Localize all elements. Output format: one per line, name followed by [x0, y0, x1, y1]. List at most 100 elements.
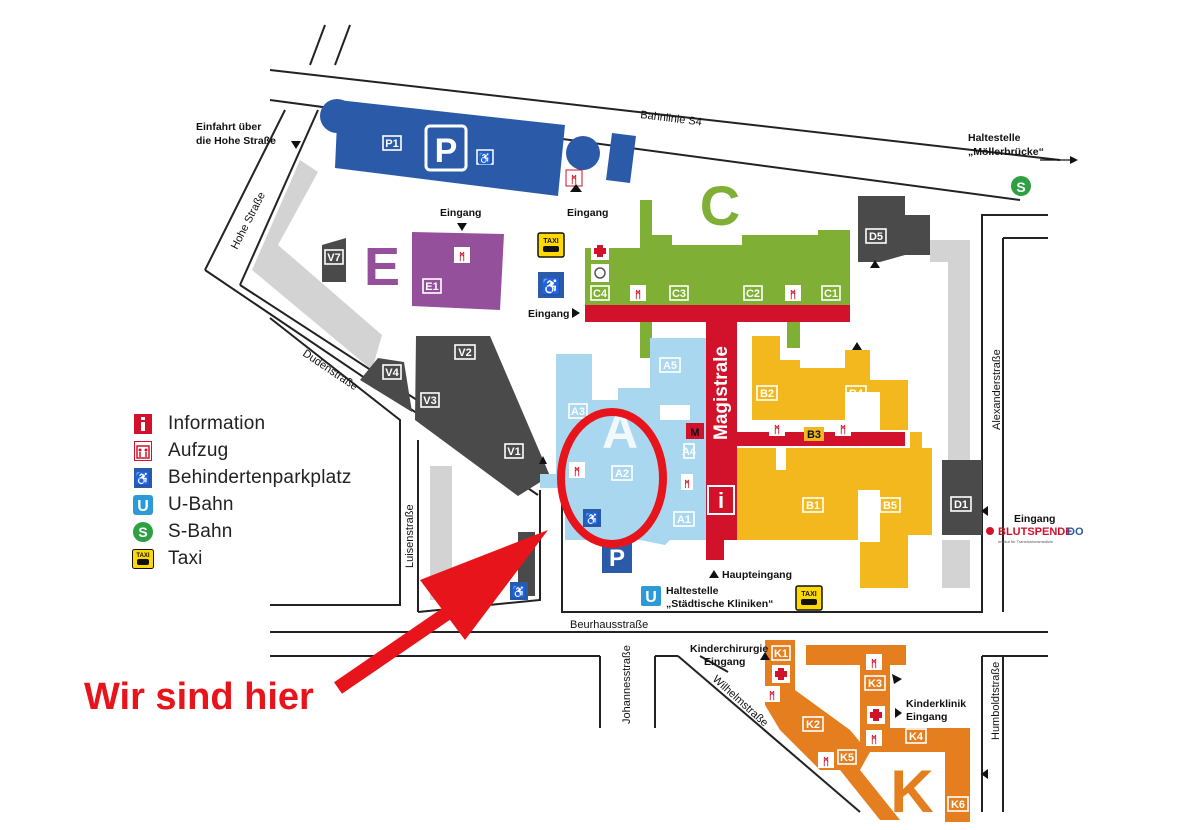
code-k6: K6	[951, 799, 965, 811]
building-e: E E1 ᛗ	[364, 232, 504, 310]
label-eingang-c: Eingang	[528, 308, 569, 320]
street-label-wilhelm: Wilhelmstraße	[710, 673, 770, 729]
sbahn-icon: S	[132, 521, 154, 542]
elevator-icon: ᛗ	[769, 690, 775, 702]
elevator-icon: ᛗ	[871, 734, 877, 746]
elevator-icon: ᛗ	[574, 466, 580, 478]
zone-letter-k: K	[890, 758, 933, 825]
helipad-icon	[594, 267, 606, 279]
code-v1: V1	[507, 446, 520, 458]
code-c1: C1	[824, 288, 838, 300]
code-v3: V3	[423, 395, 436, 407]
code-p1: P1	[385, 138, 398, 150]
label-eingang-e: Eingang	[440, 207, 481, 219]
building-k: K K1 K2 K3 K4 K5 K6 ᛗ ᛗ ᛗ ᛗ	[764, 640, 970, 825]
legend-item-sbahn: S S-Bahn	[132, 518, 352, 545]
code-d1: D1	[954, 499, 968, 511]
street-label-hohe: Hohe Straße	[229, 190, 268, 251]
legend-item-taxi: TAXI Taxi	[132, 545, 352, 572]
information-icon	[132, 413, 154, 434]
elevator-icon: ᛗ	[790, 289, 796, 301]
code-c3: C3	[672, 288, 686, 300]
code-b4: B4	[849, 388, 864, 400]
label-halt-kliniken-2: „Städtische Kliniken“	[666, 598, 773, 610]
label-kinderklinik-2: Eingang	[906, 711, 947, 723]
zone-letter-b: B	[793, 366, 831, 424]
label-einfahrt-1: Einfahrt über	[196, 121, 261, 133]
taxi-icon: TAXI	[801, 591, 816, 598]
map-icons: ᛗ TAXI ♿ TAXI U S	[537, 169, 1031, 611]
svg-text:♿: ♿	[135, 471, 151, 486]
street-label-beurhaus: Beurhausstraße	[570, 619, 648, 631]
parking-icon: P	[435, 132, 458, 170]
code-k4: K4	[909, 731, 924, 743]
ubahn-icon: U	[132, 494, 154, 515]
elevator-icon: ᛗ	[684, 479, 689, 489]
elevator-icon: ᛗ	[459, 251, 465, 263]
building-a: A A3 A2 A5 A4 A1 ᛗ ᛗ ♿ P	[540, 338, 707, 573]
street-label-humboldt: Humboldtstraße	[990, 662, 1002, 740]
taxi-icon: TAXI	[543, 238, 558, 245]
code-k1: K1	[774, 648, 788, 660]
taxi-icon: TAXI	[132, 548, 154, 569]
building-b: B B2 B4 B1 B5	[737, 336, 932, 588]
elevator-icon: ᛗ	[871, 658, 877, 670]
street-label-bahnlinie: Bahnlinie S4	[640, 109, 703, 128]
magistrale-label: Magistrale	[711, 346, 732, 440]
information-icon: i	[718, 488, 724, 513]
code-k2: K2	[806, 719, 820, 731]
code-v2: V2	[458, 347, 471, 359]
blutspende-do: DO	[1067, 526, 1084, 538]
street-label-alexander: Alexanderstraße	[991, 349, 1003, 430]
label-haupteingang: Haupteingang	[722, 569, 792, 581]
label-einfahrt-2: die Hohe Straße	[196, 135, 276, 147]
wheelchair-icon: ♿	[512, 585, 527, 599]
legend-item-elevator: Aufzug	[132, 437, 352, 464]
gray-buildings	[252, 160, 982, 600]
code-a1: A1	[677, 514, 691, 526]
code-b3: B3	[807, 429, 821, 441]
elevator-icon: ᛗ	[840, 424, 846, 436]
elevator-icon: ᛗ	[823, 756, 829, 768]
street-label-luisen: Luisenstraße	[404, 504, 416, 568]
svg-text:TAXI: TAXI	[136, 553, 150, 559]
elevator-icon: ᛗ	[774, 424, 780, 436]
wheelchair-icon: ♿	[585, 512, 600, 526]
code-b1: B1	[806, 500, 820, 512]
arrow-icon	[570, 184, 582, 192]
ubahn-icon: U	[645, 589, 657, 606]
legend-label: Information	[168, 412, 266, 434]
bicycle-icon: ♿	[541, 277, 561, 296]
code-v7: V7	[327, 252, 340, 264]
label-kinderklinik-1: Kinderklinik	[906, 698, 966, 710]
label-kinderchirurgie-2: Eingang	[704, 656, 745, 668]
svg-text:S: S	[138, 524, 147, 540]
wheelchair-icon: ♿	[478, 152, 492, 165]
label-eingang-p1: Eingang	[567, 207, 608, 219]
parking-p1: P ♿ P1	[320, 99, 636, 196]
code-a4: A4	[682, 446, 697, 458]
zone-letter-e: E	[364, 237, 400, 297]
parking-icon: P	[609, 545, 625, 572]
legend-label: U-Bahn	[168, 493, 234, 515]
blutspende-label: BLUTSPENDE	[998, 526, 1073, 538]
place-labels: Einfahrt über die Hohe Straße Haltestell…	[196, 121, 1055, 723]
code-c4: C4	[593, 288, 608, 300]
code-k5: K5	[840, 752, 854, 764]
you-are-here-label: Wir sind hier	[84, 676, 314, 718]
legend-label: Taxi	[168, 547, 203, 569]
entrance-arrows	[291, 141, 1078, 779]
blutspende-sub: Institut für Transfusionsmedizin	[998, 539, 1053, 544]
svg-text:U: U	[137, 498, 149, 515]
label-kinderchirurgie-1: Kinderchirurgie	[690, 643, 768, 655]
magistrale: Magistrale B3 M ᛗ ᛗ i	[585, 305, 905, 560]
elevator-icon: ᛗ	[571, 174, 577, 186]
code-a5: A5	[663, 360, 677, 372]
code-b5: B5	[883, 500, 897, 512]
blood-drop-icon	[986, 527, 994, 535]
elevator-icon: ᛗ	[635, 289, 641, 301]
building-c: C C4 C3 C2 C1 ᛗ ᛗ	[585, 174, 850, 358]
elevator-icon	[132, 440, 154, 461]
code-k3: K3	[868, 678, 882, 690]
legend-item-ubahn: U U-Bahn	[132, 491, 352, 518]
